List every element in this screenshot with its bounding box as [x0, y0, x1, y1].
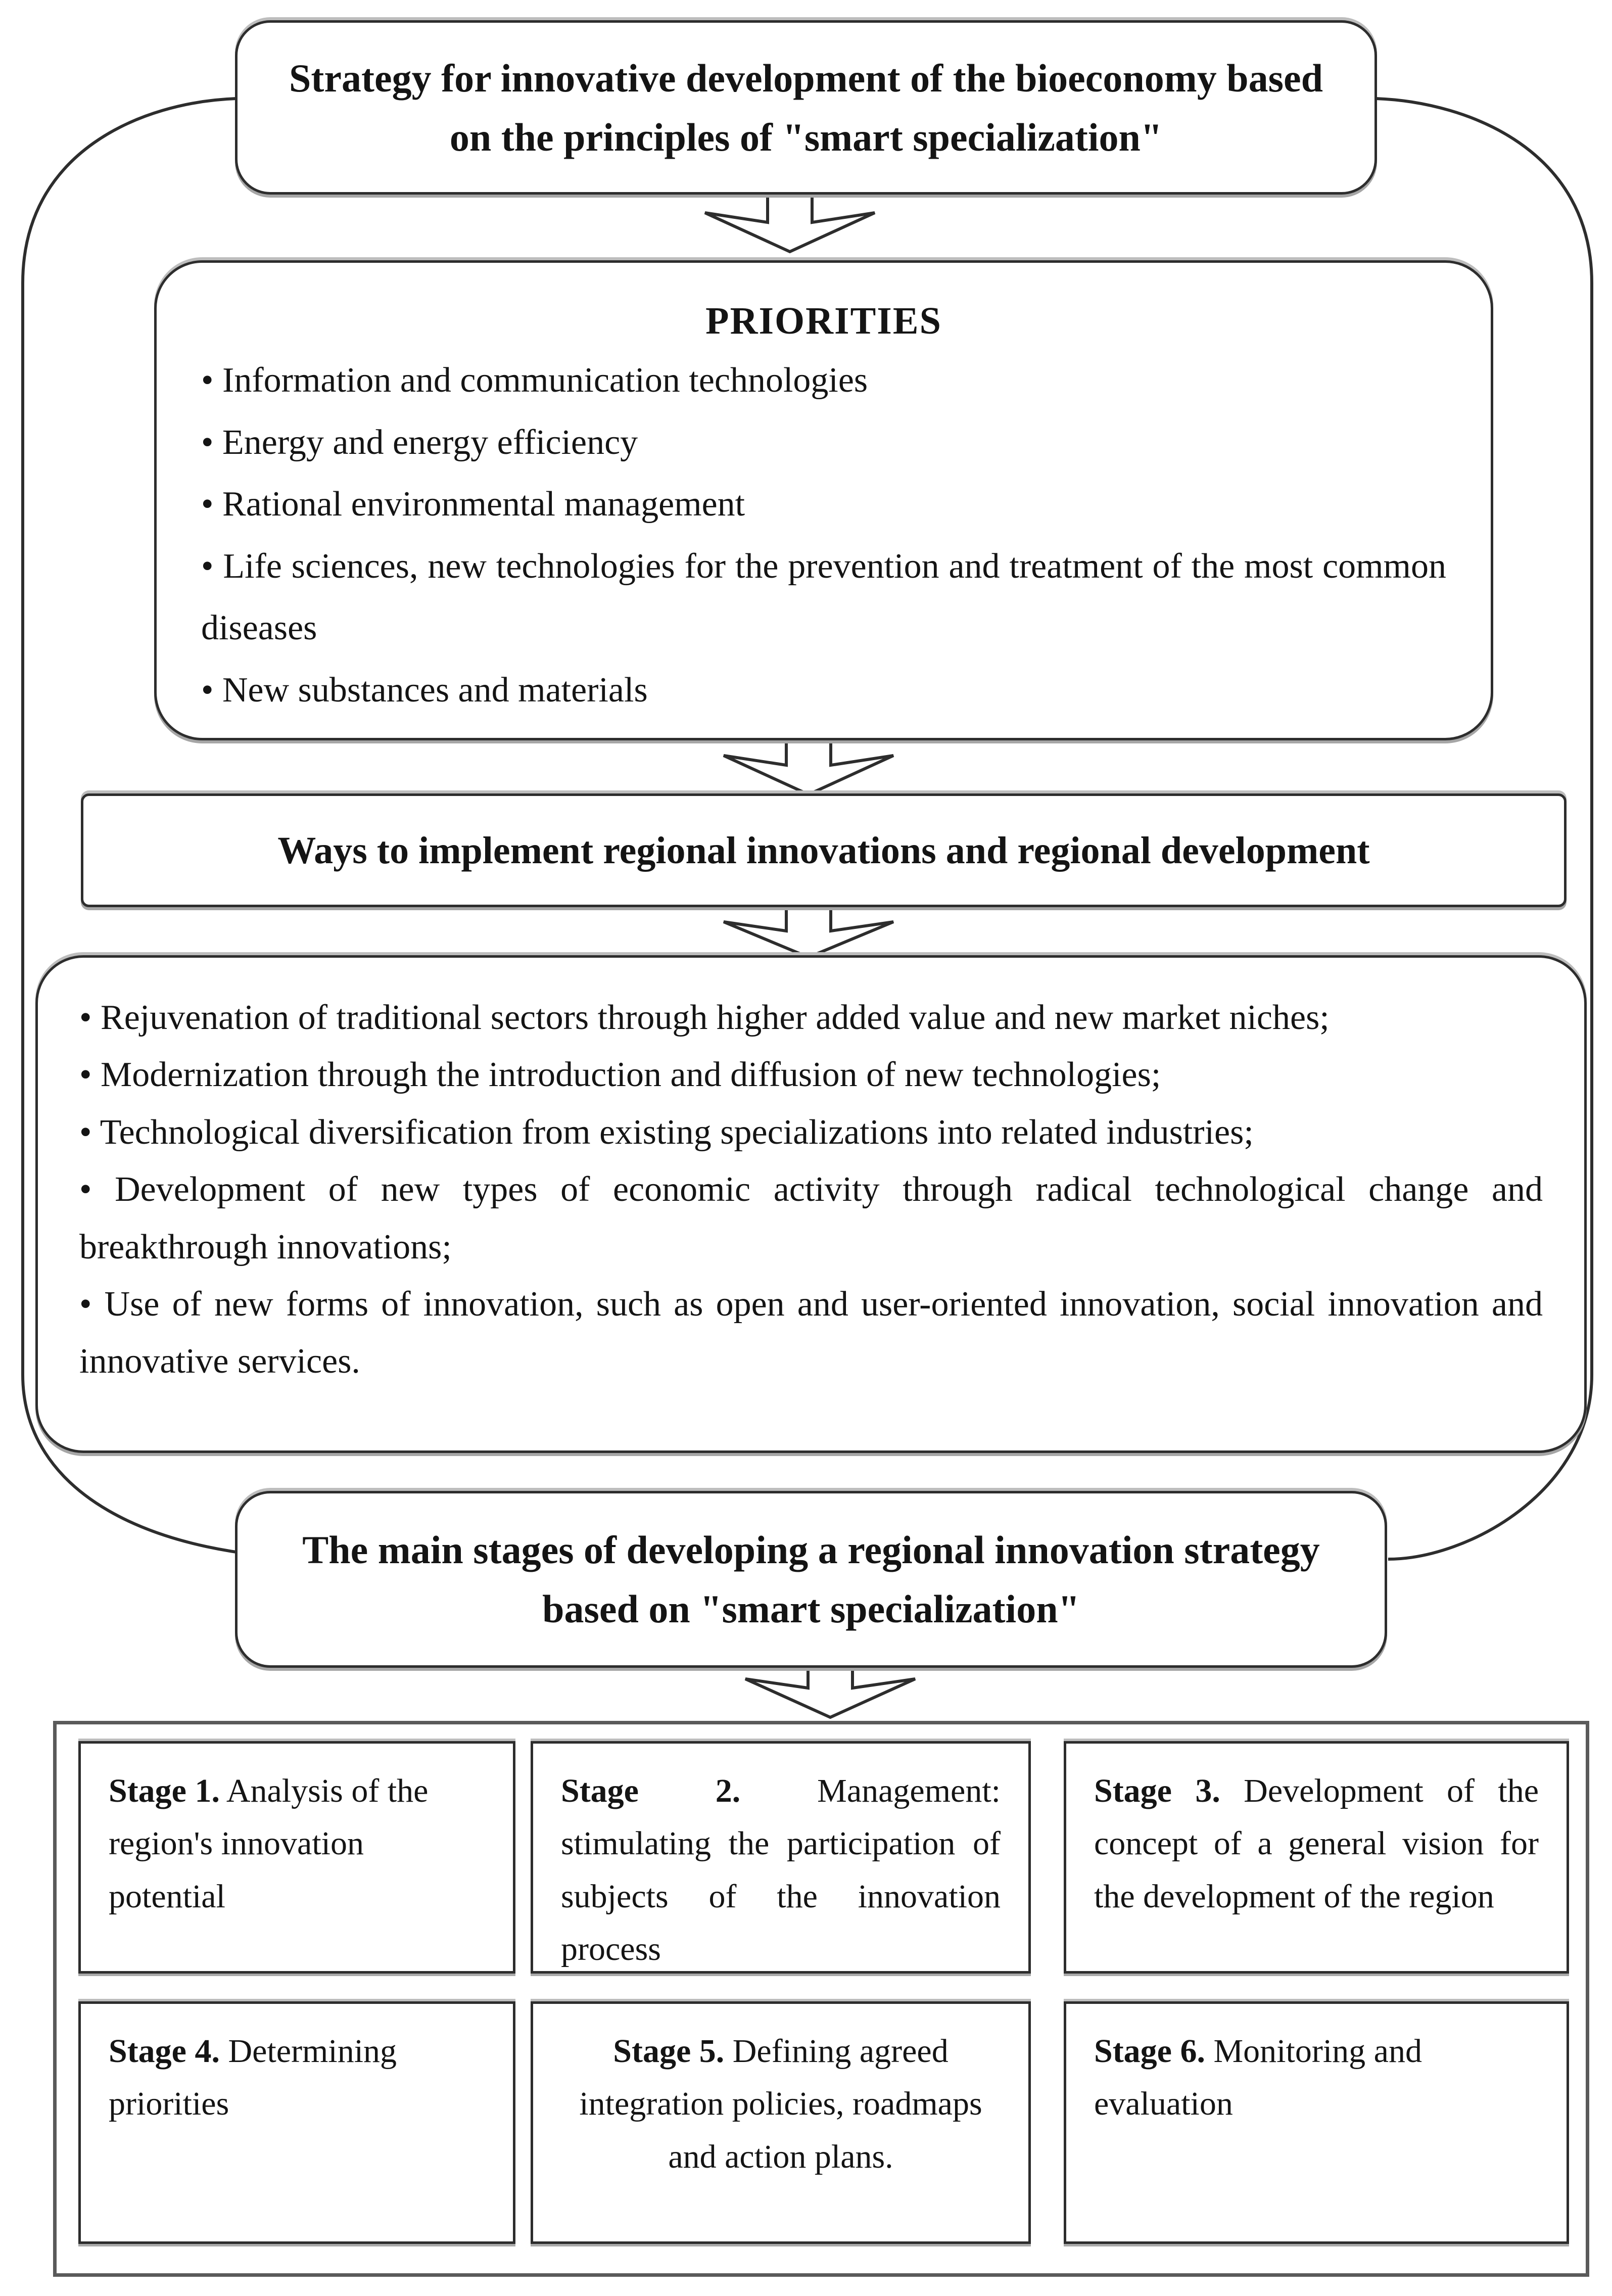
stage-text: Management: stimulating the participatio…: [561, 1772, 1001, 1967]
stage-label: Stage 5.: [613, 2033, 725, 2070]
implementation-item: • Use of new forms of innovation, such a…: [79, 1284, 1543, 1381]
stage-text: Defining agreed integration policies, ro…: [579, 2033, 982, 2175]
implementation-list: • Rejuvenation of traditional sectors th…: [79, 989, 1543, 1390]
strategy-box-text: Strategy for innovative development of t…: [289, 56, 1323, 159]
priorities-item: • Rational environmental management: [201, 485, 745, 524]
priorities-list: • Information and communication technolo…: [201, 350, 1446, 721]
loop-connector-right: [1376, 97, 1593, 1561]
stage-label: Stage 1.: [109, 1772, 220, 1809]
priorities-item: • New substances and materials: [201, 670, 648, 710]
stage-text: Monitoring and evaluation: [1094, 2033, 1422, 2123]
stage-box-2: Stage 2. Management: stimulating the par…: [531, 1741, 1031, 1974]
priorities-item: • Information and communication technolo…: [201, 361, 868, 400]
implementation-item: • Rejuvenation of traditional sectors th…: [79, 998, 1330, 1037]
stage-label: Stage 2.: [561, 1772, 741, 1809]
stage-box-1: Stage 1. Analysis of the region's innova…: [78, 1741, 515, 1974]
stage-box-3: Stage 3. Development of the concept of a…: [1064, 1741, 1569, 1974]
priorities-item: • Energy and energy efficiency: [201, 423, 638, 462]
implementation-box: • Rejuvenation of traditional sectors th…: [35, 955, 1587, 1453]
implementation-item: • Development of new types of economic a…: [79, 1170, 1543, 1267]
stage-box-4: Stage 4. Determining priorities: [78, 2001, 515, 2244]
stage-label: Stage 4.: [109, 2033, 220, 2070]
down-arrow-icon: [704, 196, 876, 254]
strategy-box: Strategy for innovative development of t…: [235, 20, 1377, 195]
ways-box-text: Ways to implement regional innovations a…: [277, 829, 1370, 872]
implementation-item: • Modernization through the introduction…: [79, 1055, 1161, 1095]
main-stages-box: The main stages of developing a regional…: [235, 1491, 1387, 1668]
priorities-title: PRIORITIES: [705, 300, 942, 342]
implementation-item: • Technological diversification from exi…: [79, 1112, 1254, 1152]
stage-text: Analysis of the region's innovation pote…: [109, 1772, 429, 1915]
stage-label: Stage 3.: [1094, 1772, 1220, 1809]
stage-label: Stage 6.: [1094, 2033, 1205, 2070]
ways-box: Ways to implement regional innovations a…: [81, 793, 1567, 907]
down-arrow-icon: [744, 1663, 916, 1719]
stage-text: Determining priorities: [109, 2033, 397, 2123]
down-arrow-icon: [723, 906, 894, 959]
loop-connector-left: [21, 97, 336, 1561]
priorities-item: • Life sciences, new technologies for th…: [201, 546, 1446, 648]
stage-box-6: Stage 6. Monitoring and evaluation: [1064, 2001, 1569, 2244]
down-arrow-icon: [723, 739, 894, 796]
stage-box-5: Stage 5. Defining agreed integration pol…: [531, 2001, 1031, 2244]
priorities-box: PRIORITIES • Information and communicati…: [154, 260, 1493, 740]
stage-text: Development of the concept of a general …: [1094, 1772, 1539, 1915]
main-stages-box-text: The main stages of developing a regional…: [302, 1528, 1320, 1631]
